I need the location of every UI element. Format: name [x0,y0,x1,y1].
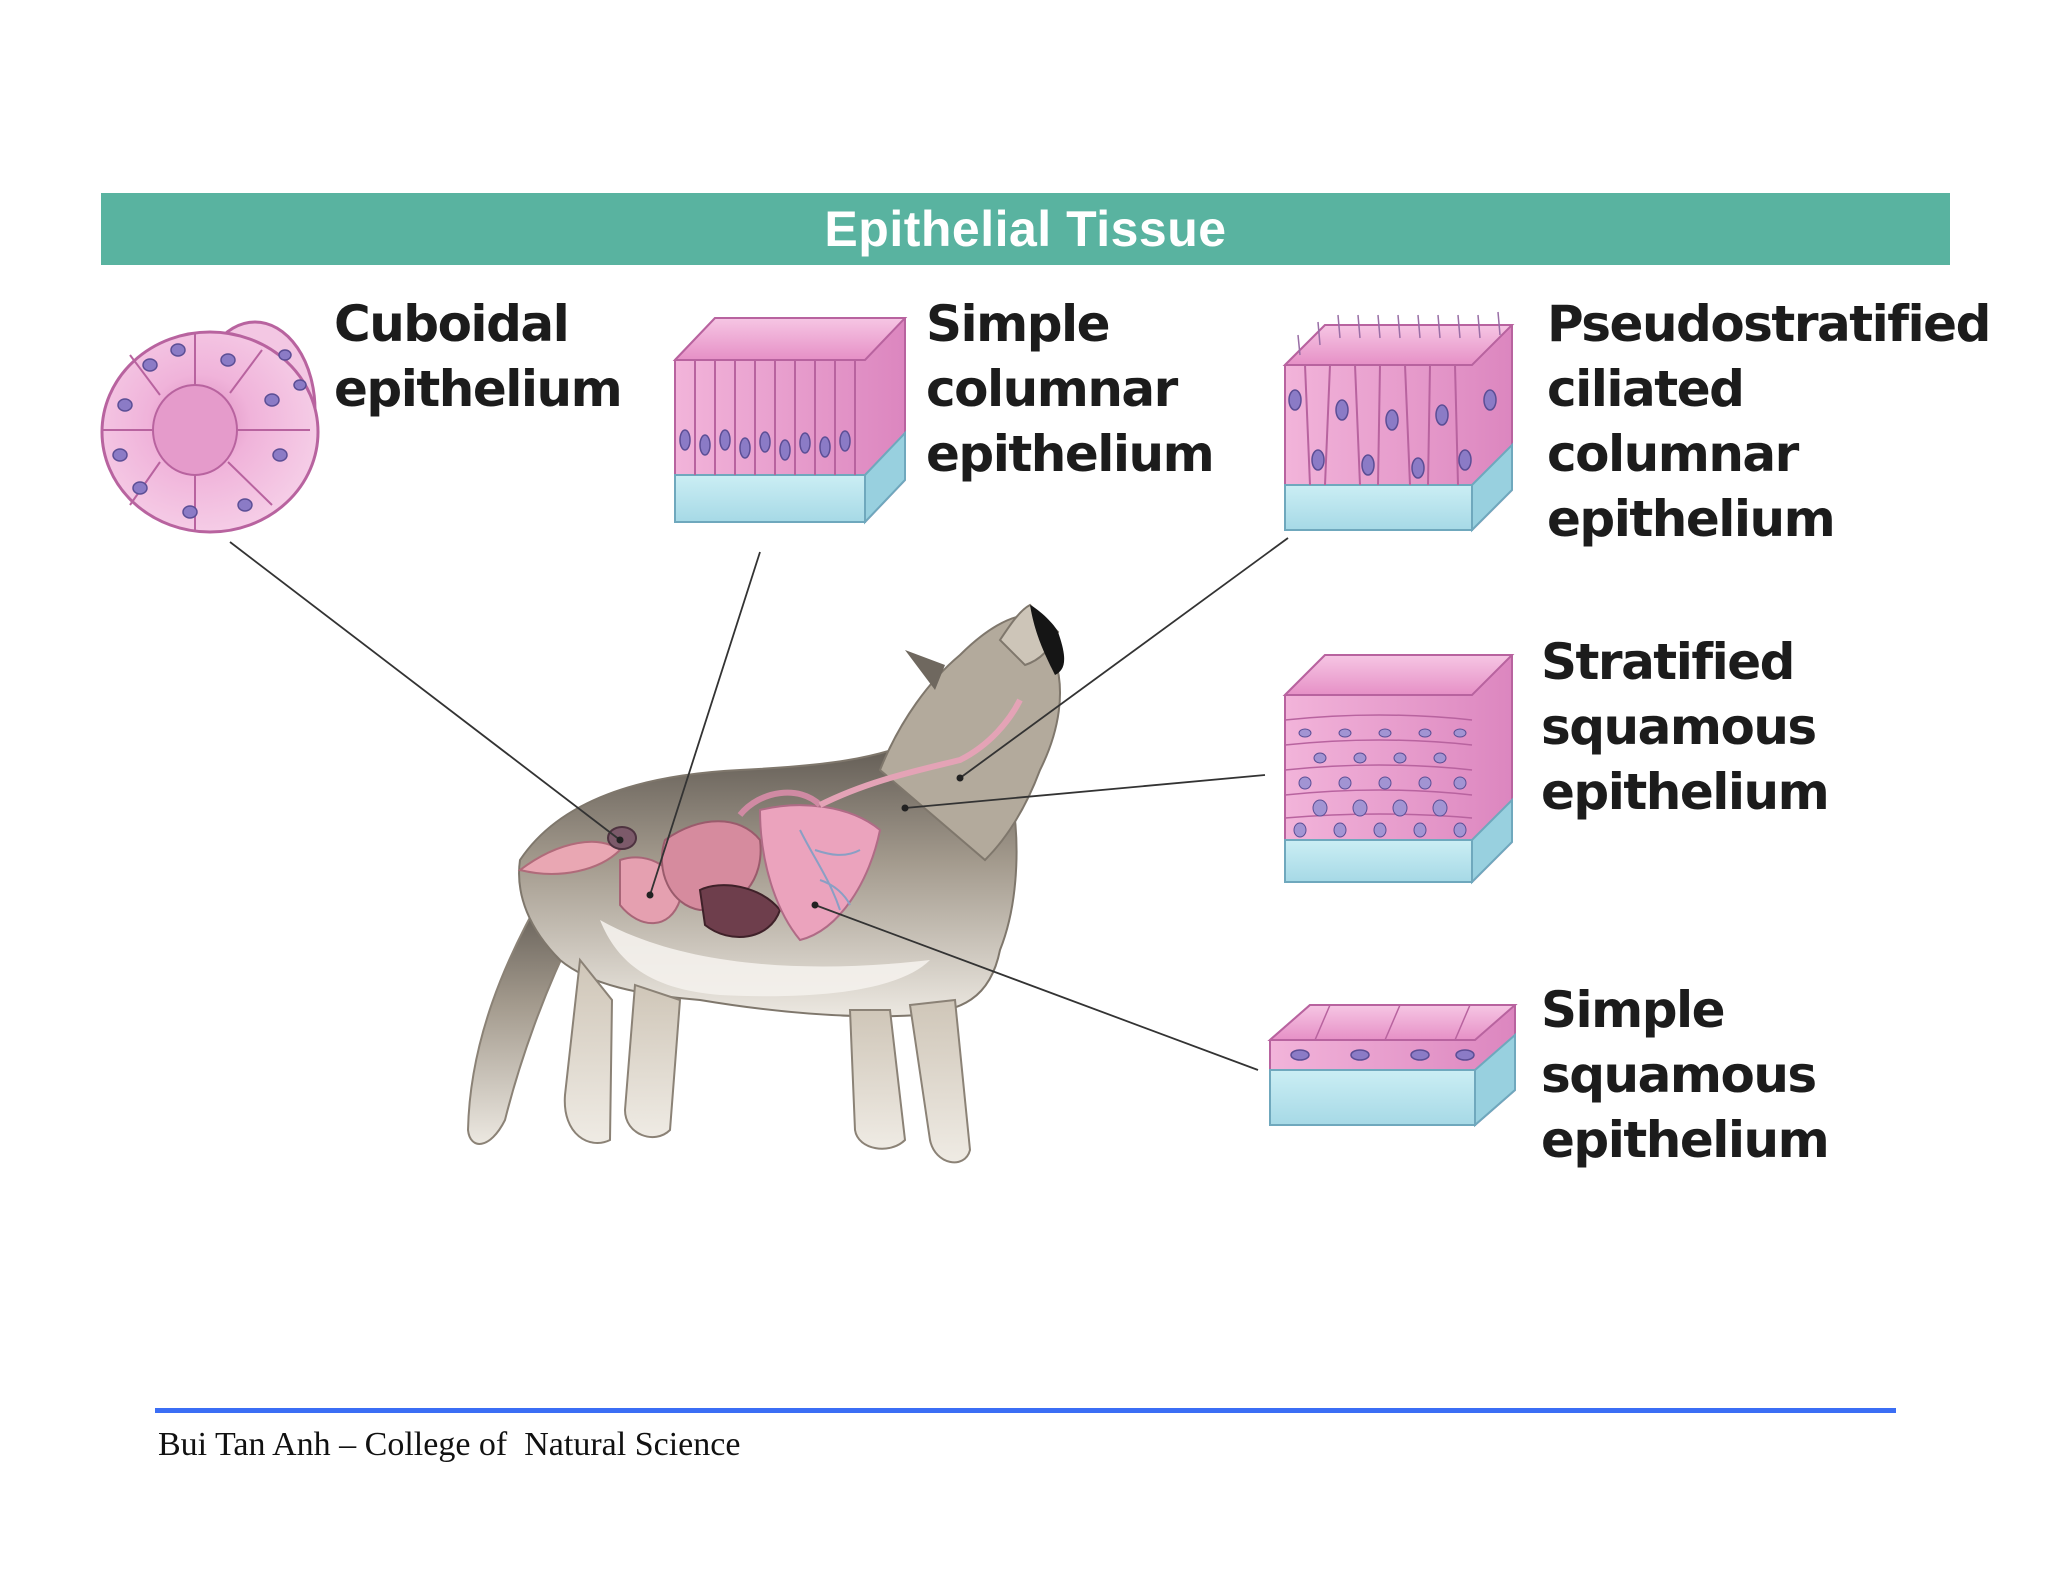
columnar-basement [674,474,866,523]
pseudo-top [1282,324,1515,366]
lung-vessels [799,829,861,911]
wolf-front-leg-2 [908,998,972,1164]
footer-credit: Bui Tan Anh – College of Natural Science [158,1426,741,1463]
stratified-cell-layers [1284,714,1473,819]
pseudo-cell-walls [1304,364,1459,486]
label-line: epithelium [926,425,1215,483]
wolf-organs [517,698,1023,942]
columnar-cell-walls [694,360,856,475]
label-line: Pseudostratified [1547,295,1991,353]
lung [758,804,882,942]
label-line: epithelium [1547,490,1836,548]
label-cuboidal-epithelium: Cuboidal epithelium [334,292,623,422]
squamous-cell-walls [1314,1004,1471,1041]
label-simple-squamous-epithelium: Simple squamous epithelium [1541,978,1830,1173]
reproductive-organ [517,840,622,875]
label-pseudostratified-epithelium: Pseudostratified ciliated columnar epith… [1547,292,1991,552]
label-line: squamous [1541,1046,1817,1104]
pseudostratified-illustration [1282,311,1515,533]
wolf-belly [600,920,930,997]
wolf-tail [466,888,577,1145]
columnar-top [672,317,908,361]
label-line: Simple [926,295,1111,353]
stratified-top [1282,654,1515,696]
label-line: Simple [1541,981,1726,1039]
label-line: epithelium [334,360,623,418]
wolf-ear [905,650,945,690]
wolf-hind-leg-2 [623,983,682,1139]
label-line: squamous [1541,698,1817,756]
stratified-nuclei [1293,728,1467,838]
wolf-front-leg [848,1009,907,1150]
label-line: epithelium [1541,1111,1830,1169]
leader-line-pseudostratified [959,537,1289,779]
squamous-basement-side [1474,1032,1516,1128]
squamous-nuclei [1290,1049,1475,1061]
leader-line-dots [616,774,964,909]
page-title: Epithelial Tissue [824,201,1227,257]
pseudo-basement [1284,484,1473,531]
columnar-nuclei [679,429,851,461]
label-line: epithelium [1541,763,1830,821]
label-line: columnar [926,360,1178,418]
pseudo-nuclei [1288,389,1497,479]
squamous-basement [1269,1069,1476,1126]
simple-columnar-illustration [672,317,908,525]
wolf-illustration [466,603,1065,1164]
label-line: ciliated [1547,360,1745,418]
leader-line-simple-squamous [814,904,1259,1071]
wolf-mouth [1030,605,1065,675]
label-simple-columnar-epithelium: Simple columnar epithelium [926,292,1215,487]
stratified-basement-side [1471,797,1513,885]
title-banner: Epithelial Tissue [101,193,1950,265]
cuboidal-cell-walls [103,332,310,530]
leader-line-cuboidal [229,541,621,841]
label-line: Cuboidal [334,295,570,353]
cilia [1297,311,1501,356]
cuboidal-nuclei [112,343,307,519]
bronchi [737,789,823,817]
label-line: columnar [1547,425,1799,483]
liver [698,884,782,938]
stratified-squamous-illustration [1282,654,1515,885]
leader-line-stratified-squamous [904,774,1266,809]
pseudo-basement-side [1471,442,1513,533]
label-line: Stratified [1541,633,1795,691]
trachea [818,698,1023,808]
columnar-basement-side [864,430,906,525]
stratified-basement [1284,839,1473,883]
simple-squamous-illustration [1267,1004,1518,1128]
wolf-hind-leg [563,957,614,1144]
label-stratified-squamous-epithelium: Stratified squamous epithelium [1541,630,1830,825]
cuboidal-epithelium-illustration [100,320,320,534]
leader-lines [229,537,1289,1071]
cuboidal-lumen [152,384,238,476]
footer-rule [155,1408,1896,1413]
leader-line-simple-columnar [649,551,761,896]
